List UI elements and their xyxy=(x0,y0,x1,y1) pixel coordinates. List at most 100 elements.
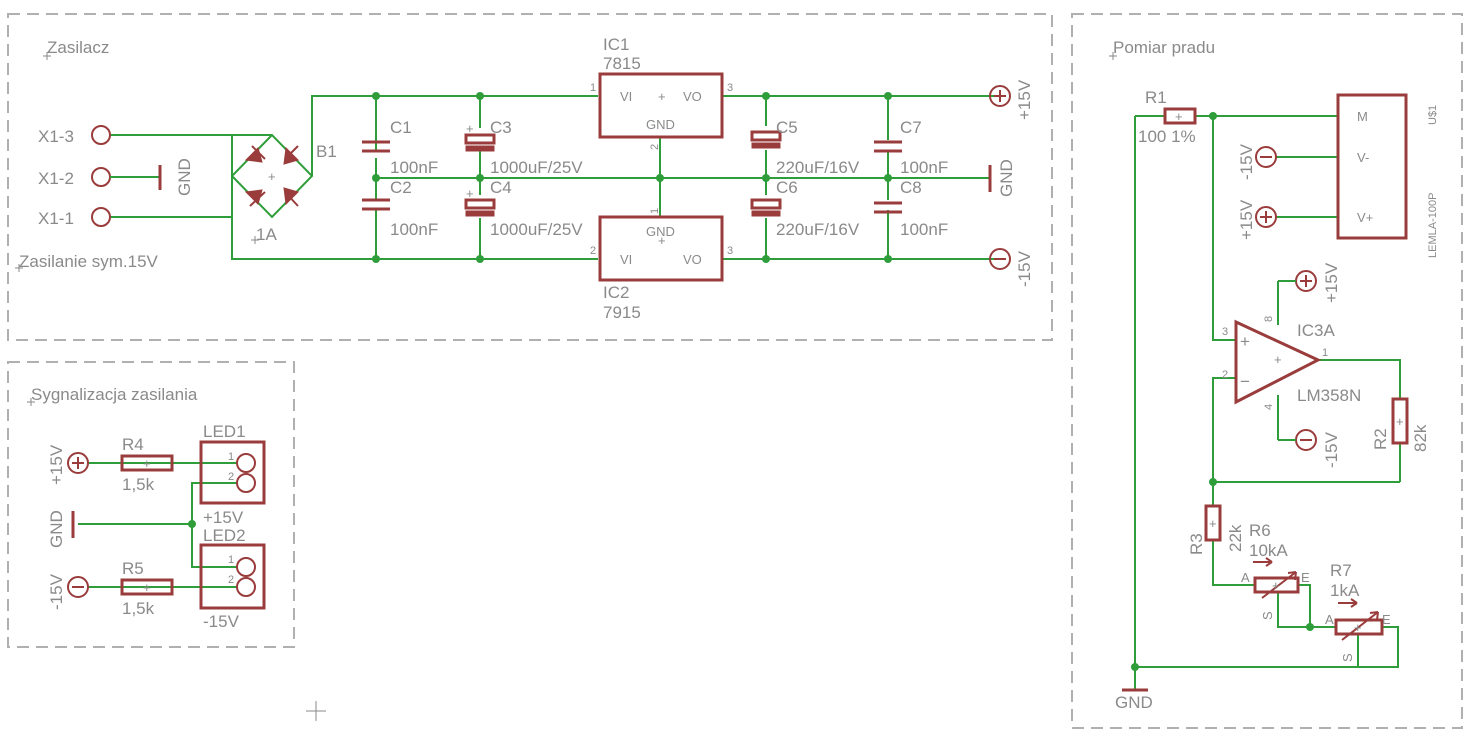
signal-gnd-symbol[interactable]: GND xyxy=(47,510,75,548)
svg-text:220uF/16V: 220uF/16V xyxy=(776,220,860,239)
svg-text:22k: 22k xyxy=(1226,524,1245,552)
resistor-r4[interactable]: + R4 1,5k xyxy=(120,435,174,494)
svg-text:S: S xyxy=(1340,653,1355,662)
sensor-minus15v-symbol[interactable]: -15V xyxy=(1237,143,1277,180)
svg-text:+: + xyxy=(1272,578,1280,593)
svg-text:S: S xyxy=(1260,611,1275,620)
svg-text:2: 2 xyxy=(649,144,661,150)
frame-zasilacz xyxy=(7,13,1053,341)
sheet-title-pomiar: Pomiar pradu xyxy=(1113,38,1215,57)
svg-text:C2: C2 xyxy=(390,178,412,197)
capacitor-c8[interactable]: C8 100nF xyxy=(874,178,948,239)
signal-minus15v-symbol[interactable]: -15V xyxy=(47,573,89,610)
supply-output-plus15v[interactable]: +15V xyxy=(989,79,1034,120)
opamp-minus15v-symbol[interactable]: -15V xyxy=(1278,429,1341,468)
svg-text:2: 2 xyxy=(1222,369,1228,381)
svg-text:+: + xyxy=(1240,332,1250,351)
svg-text:GND: GND xyxy=(646,224,675,239)
svg-text:V+: V+ xyxy=(1357,210,1373,225)
svg-text:C4: C4 xyxy=(490,178,512,197)
svg-text:M: M xyxy=(1357,109,1368,124)
connector-x1-3[interactable]: X1-3 xyxy=(38,125,111,146)
svg-text:E: E xyxy=(1382,612,1391,627)
svg-text:1: 1 xyxy=(1322,347,1328,359)
sheet-title-zasilacz: Zasilacz xyxy=(47,38,109,57)
svg-text:-15V: -15V xyxy=(1015,250,1034,287)
svg-text:LED2: LED2 xyxy=(203,526,246,545)
led-led2[interactable]: 1 2 LED2 -15V xyxy=(199,526,266,631)
svg-text:100nF: 100nF xyxy=(390,158,438,177)
svg-text:LM358N: LM358N xyxy=(1297,386,1361,405)
svg-text:E: E xyxy=(1301,570,1310,585)
wires-measure xyxy=(1131,112,1401,690)
svg-text:C5: C5 xyxy=(776,118,798,137)
svg-text:R2: R2 xyxy=(1371,428,1390,450)
svg-text:R6: R6 xyxy=(1249,521,1271,540)
resistor-r3[interactable]: + R3 22k xyxy=(1187,504,1245,555)
svg-text:GND: GND xyxy=(997,159,1016,197)
resistor-r5[interactable]: + R5 1,5k xyxy=(120,559,174,618)
capacitor-c7[interactable]: C7 100nF xyxy=(874,118,948,177)
svg-text:+: + xyxy=(143,456,151,471)
connector-x1-2[interactable]: X1-2 GND xyxy=(38,158,194,196)
svg-text:4: 4 xyxy=(1263,404,1275,410)
svg-text:+: + xyxy=(268,169,276,184)
svg-text:LEMLA-100P: LEMLA-100P xyxy=(1427,193,1439,258)
svg-text:+: + xyxy=(466,186,474,201)
svg-text:IC2: IC2 xyxy=(603,283,629,302)
resistor-r2[interactable]: + R2 82k xyxy=(1371,397,1430,452)
led-led1[interactable]: 1 2 LED1 +15V xyxy=(199,422,266,527)
svg-text:X1-3: X1-3 xyxy=(38,127,74,146)
svg-text:1,5k: 1,5k xyxy=(122,599,155,618)
svg-text:7815: 7815 xyxy=(603,54,641,73)
bridge-rectifier-b1[interactable]: + B1 1A xyxy=(230,133,337,244)
capacitor-c3[interactable]: + C3 1000uF/25V xyxy=(464,118,583,177)
connector-x1-1[interactable]: X1-1 xyxy=(38,207,111,228)
capacitor-c4[interactable]: + C4 1000uF/25V xyxy=(464,178,583,239)
signal-plus15v-symbol[interactable]: +15V xyxy=(47,444,89,485)
svg-text:82k: 82k xyxy=(1411,424,1430,452)
svg-text:+15V: +15V xyxy=(1015,79,1034,120)
supply-output-minus15v[interactable]: -15V xyxy=(989,248,1034,287)
svg-text:100 1%: 100 1% xyxy=(1138,127,1196,146)
svg-text:R3: R3 xyxy=(1187,533,1206,555)
svg-text:3: 3 xyxy=(727,82,733,94)
svg-text:+: + xyxy=(658,233,666,248)
capacitor-c1[interactable]: C1 100nF xyxy=(362,118,438,177)
svg-text:IC3A: IC3A xyxy=(1297,321,1335,340)
opamp-ic3a[interactable]: + − + IC3A LM358N 3 2 1 8 4 xyxy=(1222,316,1361,410)
svg-text:7915: 7915 xyxy=(603,303,641,322)
sensor-plus15v-symbol[interactable]: +15V xyxy=(1237,199,1277,240)
svg-text:VI: VI xyxy=(620,89,632,104)
svg-text:GND: GND xyxy=(175,158,194,196)
svg-text:R5: R5 xyxy=(122,559,144,578)
regulator-ic1[interactable]: IC1 7815 VI VO GND + 1 3 2 xyxy=(590,35,733,150)
svg-text:+15V: +15V xyxy=(1322,262,1341,303)
opamp-plus15v-symbol[interactable]: +15V xyxy=(1278,262,1341,303)
frame-pomiar xyxy=(1071,13,1463,729)
svg-text:100nF: 100nF xyxy=(390,220,438,239)
svg-text:8: 8 xyxy=(1263,316,1275,322)
capacitor-c6[interactable]: C6 220uF/16V xyxy=(750,178,860,239)
capacitor-c5[interactable]: C5 220uF/16V xyxy=(750,118,860,177)
wires-signal xyxy=(78,462,237,588)
regulator-ic2[interactable]: IC2 7915 VI VO GND + 2 3 1 xyxy=(590,208,733,322)
svg-text:-15V: -15V xyxy=(1322,431,1341,468)
svg-text:+: + xyxy=(1175,109,1183,124)
origin-crosses xyxy=(15,52,1117,721)
svg-text:C6: C6 xyxy=(776,178,798,197)
svg-text:2: 2 xyxy=(228,574,234,586)
supply-output-gnd[interactable]: GND xyxy=(988,159,1016,197)
svg-text:+: + xyxy=(658,89,666,104)
resistor-r1[interactable]: + R1 100 1% xyxy=(1138,88,1197,146)
capacitor-c2[interactable]: C2 100nF xyxy=(362,178,438,239)
svg-text:C1: C1 xyxy=(390,118,412,137)
potentiometer-r7[interactable]: + A E S R7 1kA xyxy=(1325,561,1391,662)
svg-text:+: + xyxy=(1396,414,1404,429)
svg-text:IC1: IC1 xyxy=(603,35,629,54)
potentiometer-r6[interactable]: + A E S R6 10kA xyxy=(1241,521,1310,620)
measure-gnd-symbol[interactable]: GND xyxy=(1115,688,1153,712)
current-sensor-u1[interactable]: M V- V+ U$1 LEMLA-100P xyxy=(1336,93,1439,258)
svg-text:LED1: LED1 xyxy=(203,422,246,441)
svg-text:1000uF/25V: 1000uF/25V xyxy=(490,158,583,177)
